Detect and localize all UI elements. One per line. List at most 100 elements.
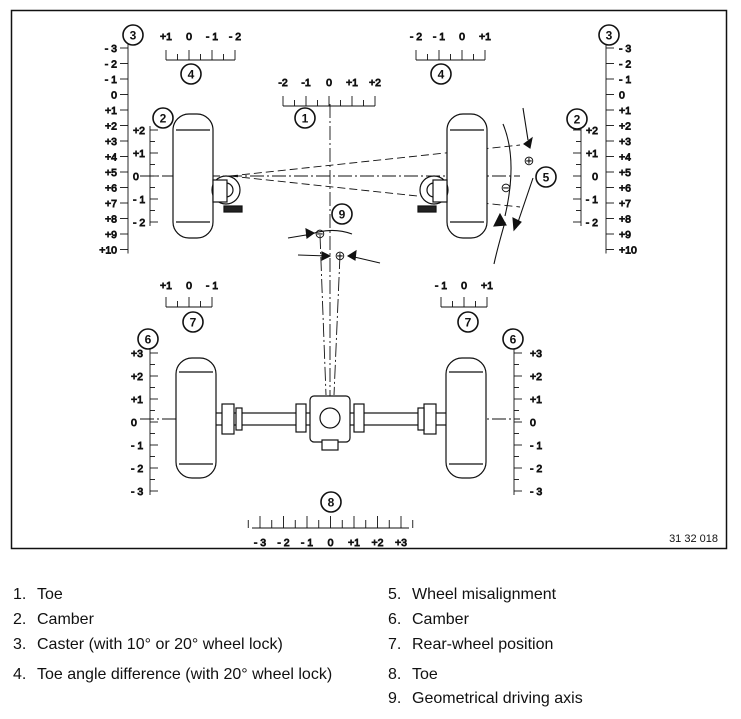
scale-label: - 2 xyxy=(131,463,143,475)
callout-9: 9 xyxy=(331,203,353,225)
scale-label: - 1 xyxy=(619,74,631,86)
scale-label: +9 xyxy=(619,229,631,241)
scale-label: +10 xyxy=(619,245,637,257)
scale-label: +1 xyxy=(105,105,117,117)
scale-label: 0 xyxy=(326,77,332,89)
scale-label: -2 xyxy=(278,77,287,89)
scale-label: +1 xyxy=(479,31,491,43)
scale-label: +2 xyxy=(530,371,542,383)
scale-label: +8 xyxy=(619,214,631,226)
scale-label: 0 xyxy=(131,417,137,429)
scale-label: 0 xyxy=(619,90,625,102)
misalignment-arrows xyxy=(287,107,534,265)
callout-number: 1 xyxy=(302,112,309,126)
legend: 1.Toe 2.Camber 3.Caster (with 10° or 20°… xyxy=(0,580,741,719)
scale-label: +1 xyxy=(131,394,143,406)
scale-label: 0 xyxy=(186,280,192,292)
scale-label: - 1 xyxy=(586,194,598,206)
scale-label: +7 xyxy=(619,198,631,210)
scale-label: +2 xyxy=(619,121,631,133)
scale-label: +7 xyxy=(105,198,117,210)
callout-6: 6 xyxy=(137,328,159,350)
callout-1: 1 xyxy=(294,107,316,129)
legend-item: 8.Toe xyxy=(388,666,438,683)
callout-number: 4 xyxy=(438,68,445,82)
legend-item: 1.Toe xyxy=(13,586,63,603)
scale-label: - 1 xyxy=(530,440,542,452)
callout-2: 2 xyxy=(152,107,174,129)
scale-label: +1 xyxy=(481,280,493,292)
scale-label: +3 xyxy=(395,537,407,549)
scale-label: 0 xyxy=(461,280,467,292)
scale-label: +2 xyxy=(586,125,598,137)
scale-label: +1 xyxy=(619,105,631,117)
scale-label: +3 xyxy=(105,136,117,148)
scale-label: +2 xyxy=(372,537,384,549)
scale-label: +4 xyxy=(619,152,631,164)
scale-label: +1 xyxy=(348,537,360,549)
callout-5: 5 xyxy=(535,166,557,188)
legend-item: 5.Wheel misalignment xyxy=(388,586,557,603)
callout-number: 6 xyxy=(510,333,517,347)
diagram-frame xyxy=(10,9,728,550)
plus-symbol: ⊕ xyxy=(335,248,346,263)
legend-item: 2.Camber xyxy=(13,611,94,628)
scale-label: +5 xyxy=(619,167,631,179)
legend-item: 7.Rear-wheel position xyxy=(388,636,554,653)
scale-label: - 3 xyxy=(530,486,542,498)
scale-label: - 2 xyxy=(619,59,631,71)
front-left-wheel xyxy=(172,113,243,239)
scale-label: 0 xyxy=(186,31,192,43)
scale-label: - 2 xyxy=(586,217,598,229)
scale-label: +3 xyxy=(530,348,542,360)
minus-symbol: ⊖ xyxy=(315,226,326,241)
legend-item: 4.Toe angle difference (with 20° wheel l… xyxy=(13,666,333,683)
callout-number: 2 xyxy=(574,113,581,127)
scale-label: 0 xyxy=(328,537,334,549)
legend-item: 3.Caster (with 10° or 20° wheel lock) xyxy=(13,636,283,653)
scale-label: +2 xyxy=(133,125,145,137)
callout-number: 2 xyxy=(160,112,167,126)
scale-label: - 1 xyxy=(301,537,313,549)
rear-right-wheel xyxy=(445,357,487,479)
scale-label: 0 xyxy=(111,90,117,102)
scale-label: -1 xyxy=(301,77,310,89)
rear-axle xyxy=(212,395,454,451)
scale-label: - 1 xyxy=(105,74,117,86)
callout-number: 3 xyxy=(606,29,613,43)
scale-label: 0 xyxy=(133,171,139,183)
callout-number: 4 xyxy=(188,68,195,82)
callout-number: 8 xyxy=(328,496,335,510)
callout-8: 8 xyxy=(320,491,342,513)
plus-minus-symbols: ⊕ ⊖ ⊖ ⊕ xyxy=(315,153,535,263)
callout-7: 7 xyxy=(182,311,204,333)
scale-label: - 1 xyxy=(435,280,447,292)
scale-label: +1 xyxy=(346,77,358,89)
callout-7: 7 xyxy=(457,311,479,333)
scale-label: +6 xyxy=(619,183,631,195)
scale-label: +4 xyxy=(105,152,117,164)
scale-label: - 2 xyxy=(277,537,289,549)
callout-3: 3 xyxy=(598,24,620,46)
scale-label: +6 xyxy=(105,183,117,195)
scale-label: +1 xyxy=(530,394,542,406)
scale-label: +8 xyxy=(105,214,117,226)
scale-label: +1 xyxy=(133,148,145,160)
scale-label: +3 xyxy=(131,348,143,360)
scale-label: - 1 xyxy=(206,31,218,43)
scale-label: 0 xyxy=(530,417,536,429)
scale-label: +5 xyxy=(105,167,117,179)
scale-label: 0 xyxy=(592,171,598,183)
scale-label: - 2 xyxy=(105,59,117,71)
scale-label: - 1 xyxy=(131,440,143,452)
callout-number: 7 xyxy=(465,316,472,330)
scale-label: - 2 xyxy=(410,31,422,43)
plus-symbol: ⊕ xyxy=(524,153,535,168)
scale-label: +2 xyxy=(369,77,381,89)
scale-label: +2 xyxy=(131,371,143,383)
scale-label: +1 xyxy=(160,280,172,292)
scale-label: - 3 xyxy=(105,43,117,55)
callout-4: 4 xyxy=(180,63,202,85)
